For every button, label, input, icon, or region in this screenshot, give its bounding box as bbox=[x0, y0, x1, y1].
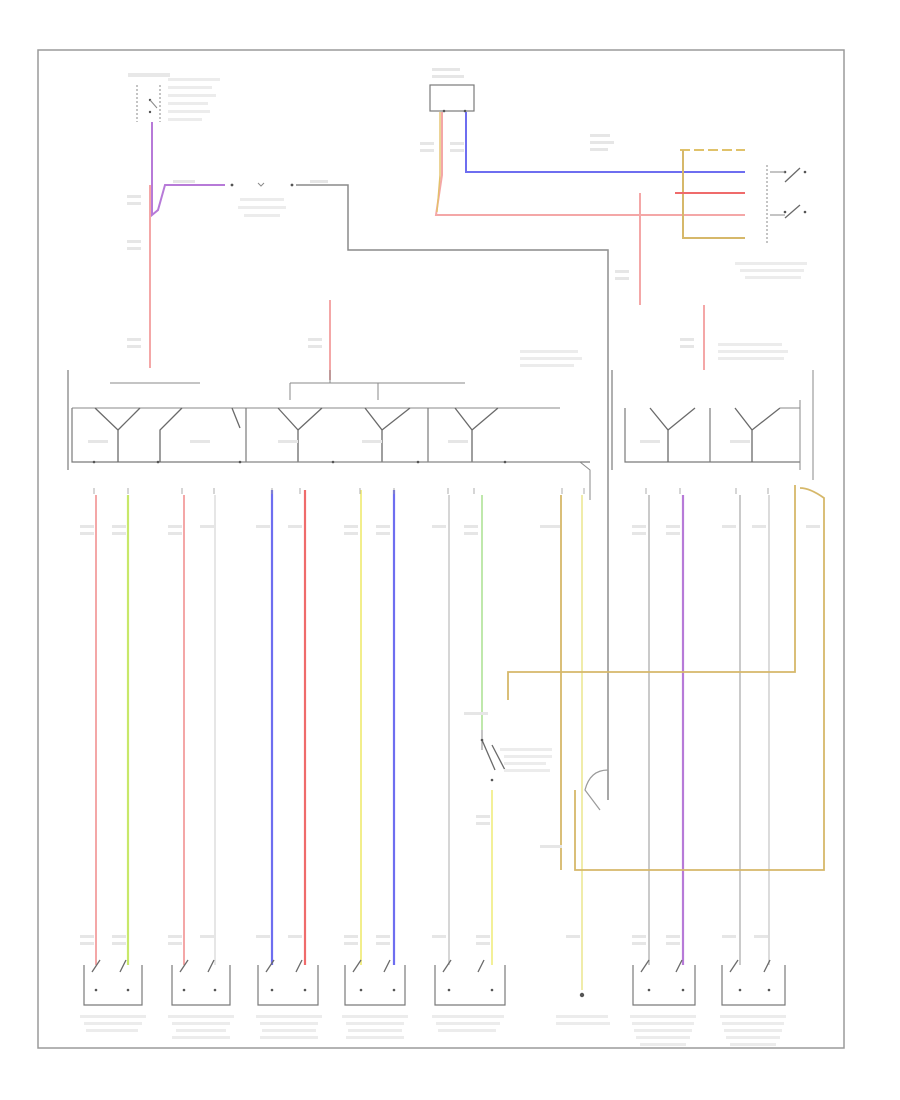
right-switch-bank bbox=[611, 370, 814, 480]
vertical-wires bbox=[95, 485, 825, 990]
left-switch-bank bbox=[67, 370, 591, 500]
diagram-frame bbox=[37, 49, 845, 1049]
circuit-breaker-symbol bbox=[230, 182, 294, 217]
right-switch-top bbox=[735, 165, 807, 279]
power-source-block bbox=[128, 73, 220, 122]
center-lower-switch bbox=[464, 712, 562, 848]
top-center-connector bbox=[429, 68, 475, 113]
bottom-components bbox=[80, 935, 786, 1046]
pin-labels bbox=[80, 488, 820, 535]
